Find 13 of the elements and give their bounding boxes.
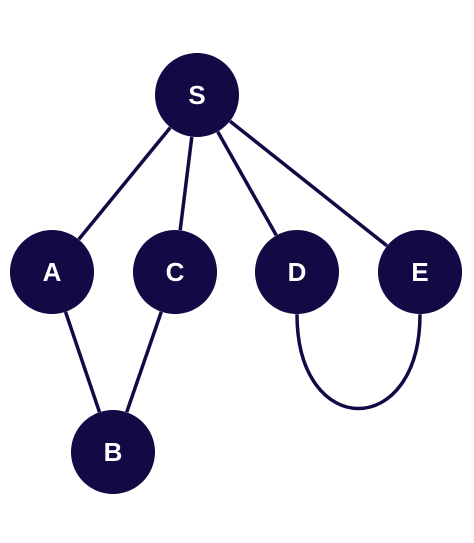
graph-vertex: S [155,53,239,137]
edge-line [77,126,172,240]
edge-line [295,314,422,410]
edge-line [228,120,388,248]
graph-vertex: A [10,230,94,314]
graph-vertex: B [71,410,155,494]
graph-vertex: D [255,230,339,314]
edge-line [64,311,102,413]
edge-line [125,311,163,413]
edge-line [216,130,278,236]
edge-line [178,136,194,230]
graph-vertex: E [378,230,462,314]
graph-vertex: C [133,230,217,314]
